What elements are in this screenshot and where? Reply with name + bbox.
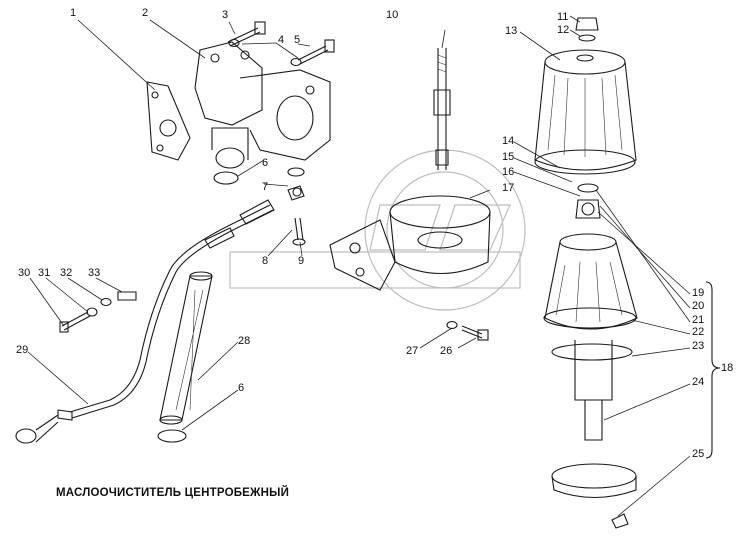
cap-nut [575,17,599,42]
part-number-26: 26 [440,345,453,357]
part-number-33: 33 [88,267,101,279]
part-number-8: 8 [262,255,269,267]
o-ring-lower [157,429,187,443]
oil-pipe [15,199,275,444]
group-brace [705,281,721,459]
part-number-6-lower: 6 [238,382,245,394]
part-number-23: 23 [692,340,705,352]
part-number-3: 3 [222,9,229,21]
rotor-assembly [543,233,638,529]
rotor-axle [433,29,451,170]
part-number-29: 29 [16,344,29,356]
fitting-set [287,167,306,246]
bushing-stack [575,183,601,219]
part-number-5: 5 [294,34,301,46]
part-number-27: 27 [406,345,419,357]
part-number-14: 14 [502,135,515,147]
gasket-part [146,81,191,161]
watermark-logo [229,149,526,311]
part-number-20: 20 [692,300,705,312]
part-number-12: 12 [557,24,570,36]
part-number-31: 31 [38,267,51,279]
part-number-15: 15 [502,151,515,163]
part-number-11: 11 [557,11,569,23]
rotor-cover [534,49,637,175]
part-number-6-upper: 6 [262,157,269,169]
diagram-title: МАСЛООЧИСТИТЕЛЬ ЦЕНТРОБЕЖНЫЙ [56,487,290,499]
part-number-28: 28 [238,335,251,347]
leader-lines [27,15,691,517]
bolt-set-top [227,21,335,67]
part-number-21: 21 [692,314,705,326]
bolt-set-left [59,291,137,333]
part-number-1: 1 [70,7,77,19]
part-number-9: 9 [298,255,305,267]
part-number-4: 4 [278,34,285,46]
bolt-set-right [446,320,489,341]
rotor-base [329,195,491,291]
part-number-24: 24 [692,376,705,388]
part-number-22: 22 [692,326,705,338]
part-number-13: 13 [505,25,518,37]
part-number-10: 10 [386,9,399,21]
part-number-25: 25 [692,448,705,460]
part-number-17: 17 [502,182,515,194]
part-number-7: 7 [262,181,269,193]
part-number-30: 30 [18,267,31,279]
housing-part [194,41,331,169]
part-number-16: 16 [502,166,515,178]
part-number-2: 2 [142,7,149,19]
part-number-32: 32 [60,267,73,279]
filter-tube [159,271,213,425]
part-number-18: 18 [721,362,734,374]
o-ring-upper [213,171,239,185]
part-number-19: 19 [692,287,705,299]
